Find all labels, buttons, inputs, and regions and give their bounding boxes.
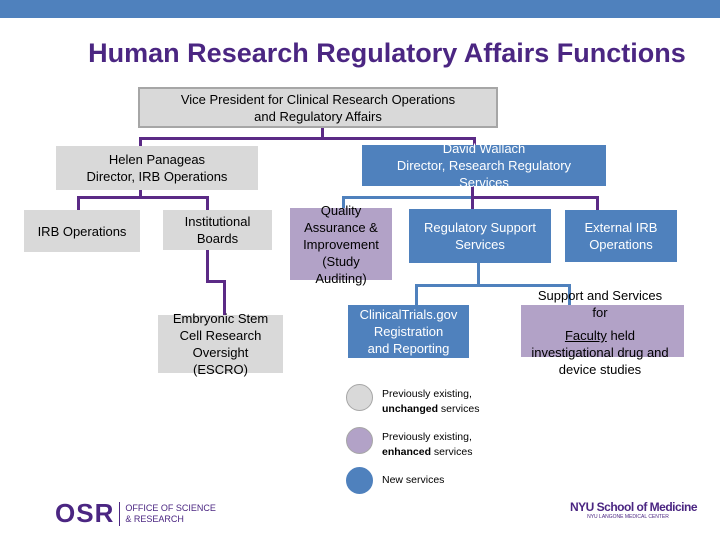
escro-line4: (ESCRO): [193, 362, 248, 377]
legend-enhanced: Previously existing, enhanced services: [382, 430, 472, 460]
helen-role: Director, IRB Operations: [86, 169, 228, 184]
irb-operations-node: IRB Operations: [24, 210, 140, 252]
vp-line2: and Regulatory Affairs: [254, 108, 382, 124]
legend-rest: services: [431, 446, 473, 458]
qa-line2: Assurance &: [304, 219, 378, 235]
david-role-2: Services: [459, 175, 509, 190]
escro-line3: Oversight: [192, 345, 249, 360]
ss-faculty: Faculty: [564, 328, 607, 343]
ss-held: held: [606, 328, 636, 343]
osr-logo: OSR OFFICE OF SCIENCE& RESEARCH: [55, 498, 216, 529]
osr-line1: OFFICE OF SCIENCE: [125, 502, 216, 513]
qa-line3: Improvement: [303, 236, 379, 252]
legend-swatch-new: [346, 467, 373, 494]
top-banner: [0, 0, 720, 18]
ss-line1: Support and Services: [537, 288, 663, 303]
legend-text: Previously existing,: [382, 431, 472, 443]
vp-node: Vice President for Clinical Research Ope…: [138, 87, 498, 128]
legend-text: Previously existing,: [382, 388, 472, 400]
ct-line2: Registration: [373, 324, 444, 339]
nyu-name: NYU School of Medicine: [570, 500, 698, 514]
osr-text: OFFICE OF SCIENCE& RESEARCH: [125, 503, 216, 525]
external-irb-node: External IRB Operations: [565, 210, 677, 262]
legend-new: New services: [382, 474, 445, 486]
ct-line1: ClinicalTrials.gov: [359, 307, 458, 322]
osr-letters: OSR: [55, 498, 115, 528]
ext-line2: Operations: [589, 237, 653, 252]
legend-text: enhanced services: [382, 445, 472, 460]
osr-line2: & RESEARCH: [125, 513, 184, 524]
qa-line1: Quality: [320, 202, 362, 218]
legend-bold: enhanced: [382, 446, 432, 458]
rs-line2: Services: [455, 237, 505, 252]
ext-line1: External IRB: [584, 220, 658, 235]
support-services-node: Support and Services for Faculty held in…: [510, 287, 690, 378]
support-box-bg: [521, 305, 684, 357]
page-title: Human Research Regulatory Affairs Functi…: [88, 38, 686, 68]
david-name: David Wallach: [442, 141, 526, 156]
qa-line5: Auditing): [315, 270, 367, 286]
ct-line3: and Reporting: [367, 341, 450, 356]
escro-line1: Embryonic Stem: [172, 311, 269, 326]
legend-swatch-enhanced: [346, 427, 373, 454]
osr-divider: [119, 501, 121, 526]
vp-line1: Vice President for Clinical Research Ope…: [180, 91, 456, 107]
ib-line1: Institutional: [184, 214, 251, 229]
legend-bold: unchanged: [382, 403, 439, 415]
david-role: Director, Research Regulatory: [396, 158, 572, 173]
legend-text: unchanged services: [382, 402, 479, 417]
ib-line2: Boards: [196, 231, 239, 246]
ss-line3: Faculty held: [510, 327, 690, 344]
escro-line2: Cell Research: [179, 328, 262, 343]
ss-line2: for: [592, 305, 608, 320]
nyu-sub: NYU LANGONE MEDICAL CENTER: [587, 514, 669, 520]
legend-swatch-unchanged: [346, 384, 373, 411]
qa-line4: (Study: [322, 253, 360, 269]
ss-line4: investigational drug and: [531, 345, 669, 360]
ss-line5: device studies: [558, 362, 642, 377]
helen-name: Helen Panageas: [108, 152, 206, 167]
legend-unchanged: Previously existing, unchanged services: [382, 387, 479, 417]
nyu-logo: NYU School of Medicine NYU LANGONE MEDIC…: [570, 500, 698, 520]
legend-rest: services: [438, 403, 480, 415]
rs-line1: Regulatory Support: [423, 220, 536, 235]
